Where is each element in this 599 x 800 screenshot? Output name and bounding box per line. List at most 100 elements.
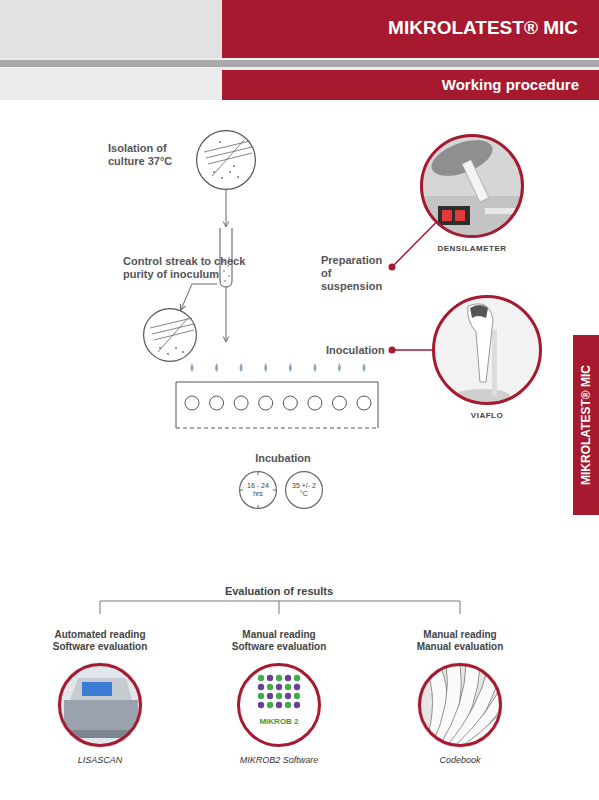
lisascan-photo-part-part bbox=[64, 700, 138, 730]
header-background-part bbox=[0, 60, 599, 67]
mikrob2-logo-part bbox=[285, 702, 291, 708]
clock-symbol-part bbox=[258, 472, 259, 475]
stage-label: Incubation bbox=[243, 452, 323, 465]
microtiter-plate-part bbox=[357, 396, 371, 410]
node-outline-circle bbox=[144, 309, 197, 362]
control-dish-part bbox=[159, 347, 161, 349]
method-heading: Manual reading Manual evaluation bbox=[410, 629, 510, 653]
node-outline-circle bbox=[197, 131, 256, 190]
densilameter-photo-part-part bbox=[455, 210, 465, 221]
clock-symbol-part bbox=[258, 505, 259, 508]
microtiter-plate bbox=[176, 382, 378, 428]
node-outline-circle bbox=[239, 665, 320, 746]
mikrob2-logo-part bbox=[267, 702, 273, 708]
viaflo-photo-part-part bbox=[468, 304, 493, 382]
mikrob2-logo-part bbox=[276, 693, 282, 699]
densilameter-photo-part-part bbox=[427, 133, 497, 183]
evaluation-bracket-part bbox=[460, 601, 461, 614]
flow-arrow bbox=[226, 287, 227, 342]
petri-dish-part bbox=[204, 141, 250, 152]
node-outline bbox=[196, 130, 256, 190]
node-outline-circle bbox=[286, 472, 323, 509]
densilameter-photo-part-part bbox=[442, 210, 452, 221]
viaflo-photo-part bbox=[454, 304, 510, 403]
petri-dish-part bbox=[208, 153, 252, 164]
densilameter-photo-part-part bbox=[485, 208, 515, 214]
droplets-part bbox=[215, 363, 218, 372]
control-dish bbox=[143, 308, 197, 362]
mikrob2-logo-part bbox=[267, 684, 273, 690]
time-symbol: 16 - 24 hrs bbox=[239, 471, 277, 509]
petri-dish-part bbox=[221, 177, 223, 179]
node-outline bbox=[420, 134, 524, 238]
mikrob2-logo-part bbox=[294, 702, 300, 708]
petri-dish bbox=[196, 130, 256, 190]
microtiter-plate-part bbox=[234, 396, 248, 410]
petri-dish-part bbox=[229, 171, 231, 173]
header-band: Working procedure bbox=[222, 70, 599, 100]
method-heading: Manual reading Software evaluation bbox=[229, 629, 329, 653]
evaluation-bracket-part bbox=[100, 601, 101, 614]
mikrob2-logo-part bbox=[276, 684, 282, 690]
mikrob2-logo-part bbox=[258, 675, 264, 681]
microtiter-plate-part bbox=[176, 382, 177, 428]
microtiter-plate-part bbox=[259, 396, 273, 410]
tab-title: MIKROLATEST® MIC bbox=[573, 335, 599, 515]
droplets-part bbox=[363, 363, 366, 372]
header-background-part bbox=[222, 0, 599, 58]
petri-dish-part bbox=[212, 140, 244, 176]
mikrob2-logo-part bbox=[258, 693, 264, 699]
clock-symbol-part bbox=[285, 471, 323, 509]
photo-caption: DENSILAMETER bbox=[412, 244, 532, 254]
microtiter-plate-part bbox=[176, 428, 378, 429]
side-tab: MIKROLATEST® MIC bbox=[573, 335, 599, 515]
droplets-part bbox=[240, 363, 243, 372]
clock-symbol-part bbox=[273, 490, 276, 491]
lisascan-photo bbox=[57, 662, 143, 748]
method-heading: Automated reading Software evaluation bbox=[50, 629, 150, 653]
step-label: Inoculation bbox=[326, 344, 396, 357]
leader-dot bbox=[389, 264, 396, 271]
microtiter-plate-part bbox=[332, 396, 346, 410]
leader-line bbox=[392, 349, 432, 351]
microtiter-plate-part bbox=[308, 396, 322, 410]
droplets bbox=[191, 363, 366, 372]
mikrob2-logo-part bbox=[285, 675, 291, 681]
photo-circle: Manual reading Software evaluationMIKROB… bbox=[237, 663, 321, 747]
microtiter-plate-part bbox=[176, 382, 378, 383]
incubation-time: 16 - 24 hrs bbox=[239, 471, 277, 509]
page-title: MIKROLATEST® MIC bbox=[388, 17, 578, 40]
petri-dish-node: Isolation of culture 37°C bbox=[196, 130, 256, 190]
codebook-photo bbox=[417, 662, 518, 748]
step-label: Isolation of culture 37°C bbox=[108, 142, 190, 168]
mikrob2-logo-part bbox=[276, 675, 282, 681]
microtiter-plate-part bbox=[378, 382, 379, 428]
photo-circle: Automated reading Software evaluationLIS… bbox=[58, 663, 142, 747]
control-dish-part bbox=[182, 351, 184, 353]
mikrob2-logo-part bbox=[236, 662, 322, 748]
lisascan-photo-part bbox=[64, 678, 138, 738]
mikrob2-logo-part bbox=[276, 702, 282, 708]
lisascan-photo-part-part bbox=[70, 678, 132, 700]
node-outline-circle bbox=[240, 472, 277, 509]
node-outline-circle bbox=[434, 297, 541, 404]
section-heading: Evaluation of results bbox=[189, 585, 369, 598]
codebook-photo-part-part bbox=[464, 698, 518, 745]
evaluation-bracket-part bbox=[100, 601, 460, 602]
microtiter-plate-part bbox=[283, 396, 297, 410]
header-background-part bbox=[0, 0, 222, 58]
viaflo-photo-part-part bbox=[492, 330, 497, 396]
photo-circle: VIAFLO bbox=[432, 295, 542, 405]
node-outline bbox=[237, 663, 321, 747]
viaflo-photo-part bbox=[432, 295, 542, 405]
control-dish-part bbox=[158, 318, 188, 352]
node-outline-circle bbox=[420, 665, 501, 746]
leader-dot bbox=[389, 347, 396, 354]
test-tube-part bbox=[223, 270, 225, 272]
mikrob2-logo-part bbox=[258, 702, 264, 708]
evaluation-bracket bbox=[100, 601, 460, 614]
codebook-photo-part bbox=[425, 664, 518, 745]
step-label: Preparation of suspension bbox=[321, 254, 393, 294]
mikrob2-logo-part bbox=[294, 693, 300, 699]
